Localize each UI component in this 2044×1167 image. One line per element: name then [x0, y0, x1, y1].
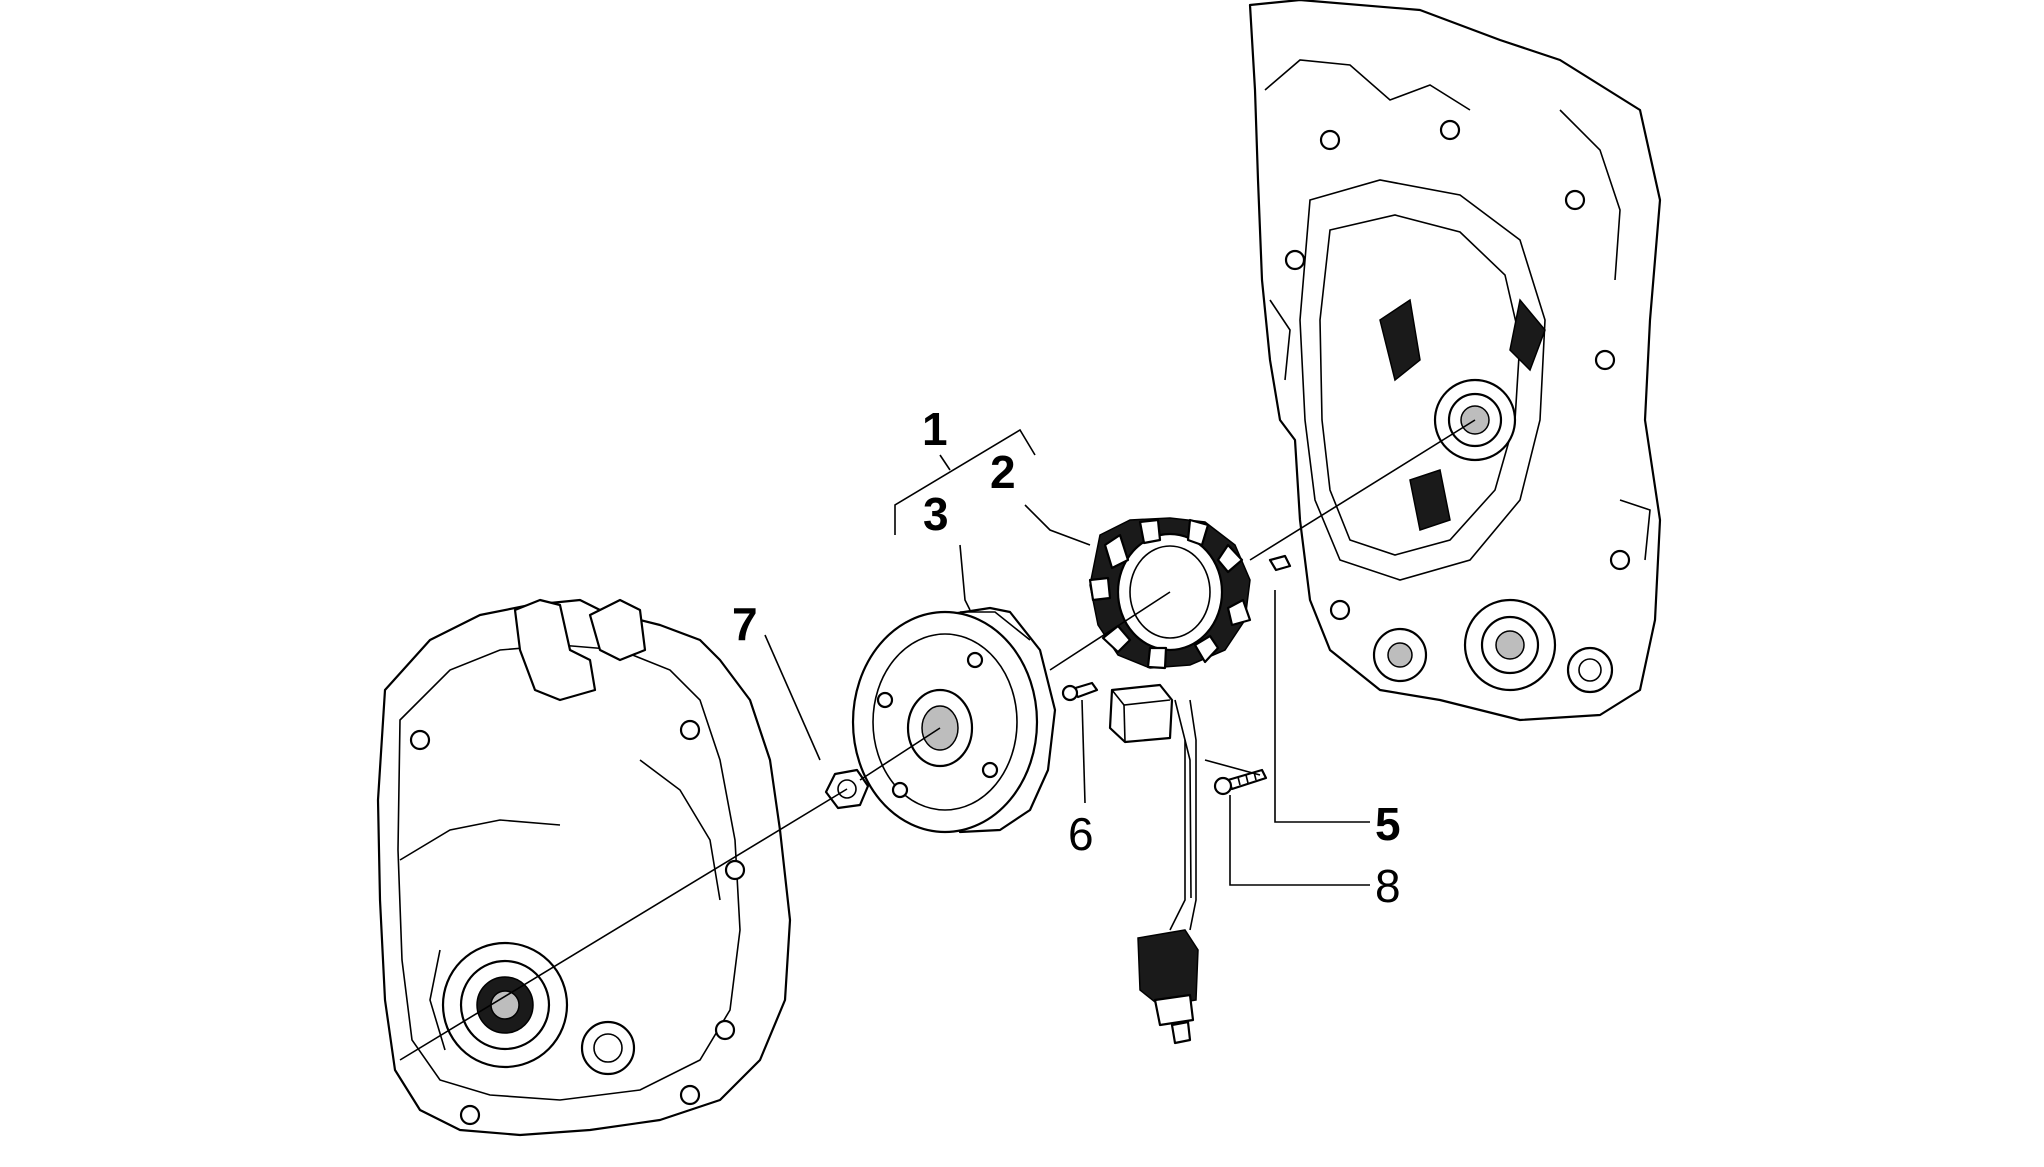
callout-6: 6 [1068, 808, 1094, 860]
pickup-screw [1213, 768, 1268, 796]
callout-2: 2 [990, 446, 1016, 498]
flywheel-side-cover [376, 598, 792, 1137]
callout-labels: 1 2 3 5 6 7 8 [732, 403, 1401, 912]
callout-3: 3 [923, 488, 949, 540]
woodruff-key [1268, 554, 1292, 572]
callout-8: 8 [1375, 860, 1401, 912]
callout-7: 7 [732, 598, 758, 650]
assembly-axis-lines [399, 419, 1476, 1061]
engine-crankcase [1248, 0, 1662, 722]
callout-1: 1 [922, 403, 948, 455]
callout-5: 5 [1375, 798, 1401, 850]
flywheel-rotor [851, 606, 1057, 834]
stator-screw [1061, 681, 1099, 702]
leader-lines [764, 428, 1370, 886]
